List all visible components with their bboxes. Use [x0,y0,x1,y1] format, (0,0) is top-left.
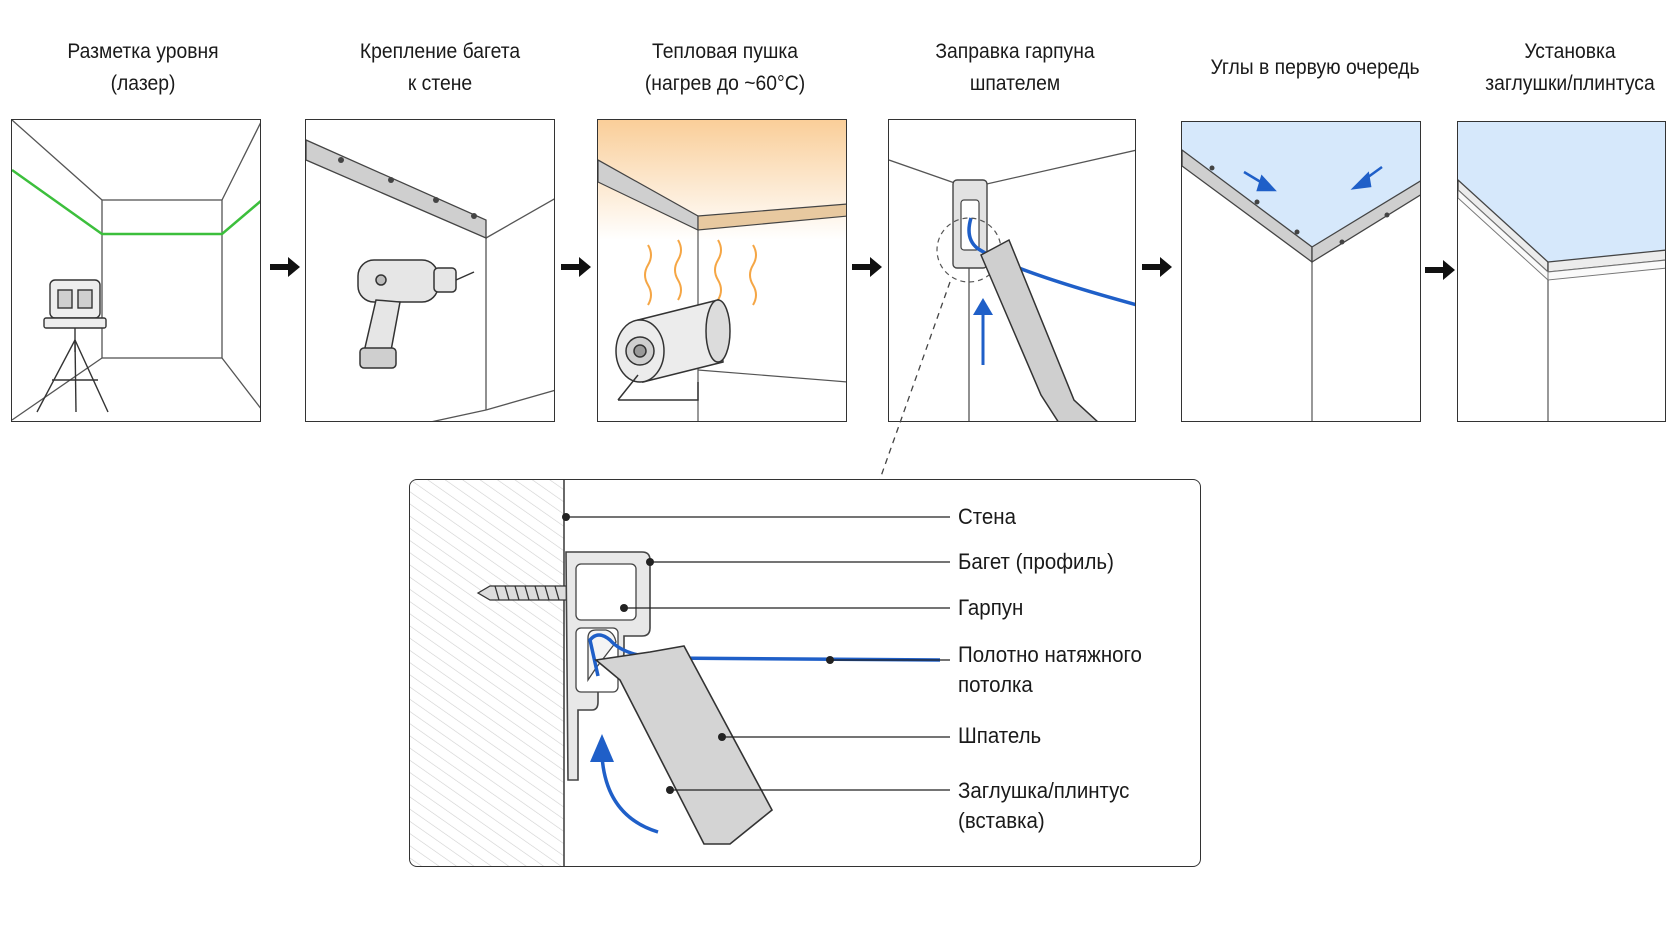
arrow-right-icon [1142,257,1172,277]
label-baguette: Багет (профиль) [958,549,1114,574]
label-spatula: Шпатель [958,723,1042,748]
label-membrane-line1: Полотно натяжного [958,642,1142,667]
step-6-title-line1: Установка [1524,40,1616,63]
arrow-right-icon [270,257,300,277]
step-5-panel [1181,121,1421,422]
push-arrow-icon [590,734,614,762]
drill-icon [357,259,475,369]
step-1-title: Разметка уровня (лазер) [37,36,249,100]
ceiling-area [1182,122,1420,247]
corner-arrow-right-icon [1350,165,1383,190]
step-5-title: Углы в первую очередь [1191,52,1439,84]
label-plug-line2: (вставка) [958,808,1045,833]
step-2-title: Крепление багета к стене [330,36,551,100]
wall-hatch [410,480,564,866]
laser-line [12,168,260,236]
label-harpoon: Гарпун [958,595,1024,620]
step-4-title: Заправка гарпуна шпателем [905,36,1126,100]
step-3-title-line2: (нагрев до ~60°C) [644,72,806,95]
step-6-title-line2: заглушки/плинтуса [1485,72,1655,95]
step-2-panel [305,119,555,422]
spatula-icon [980,238,1098,421]
step-6-title: Установка заглушки/плинтуса [1464,36,1672,100]
arrow-right-icon [561,257,591,277]
step-1-title-line2: (лазер) [110,72,176,95]
step-2-title-line1: Крепление багета [359,40,521,63]
step-1-panel [11,119,261,422]
label-wall: Стена [958,504,1016,529]
step-6-panel [1457,121,1666,422]
step-4-panel [888,119,1136,422]
arrow-right-icon [852,257,882,277]
label-membrane-line2: потолка [958,672,1033,697]
step-3-title-line1: Тепловая пушка [651,40,799,63]
spatula-blade [594,645,774,845]
step-4-title-line1: Заправка гарпуна [935,40,1095,63]
laser-level-icon [36,279,109,413]
baguette-rail [306,139,487,239]
arrow-right-icon [1425,260,1455,280]
step-3-title: Тепловая пушка (нагрев до ~60°C) [615,36,836,100]
step-4-title-line2: шпателем [969,72,1061,95]
detail-cross-section: Стена Багет (профиль) Гарпун Полотно нат… [409,479,1201,867]
corner-arrow-left-icon [1243,170,1277,192]
step-1-title-line1: Разметка уровня [67,40,219,63]
step-5-title-line1: Углы в первую очередь [1210,56,1420,79]
heat-gun-icon [615,299,731,401]
step-3-panel [597,119,847,422]
step-2-title-line2: к стене [407,72,473,95]
label-plug-line1: Заглушка/плинтус [958,778,1130,803]
